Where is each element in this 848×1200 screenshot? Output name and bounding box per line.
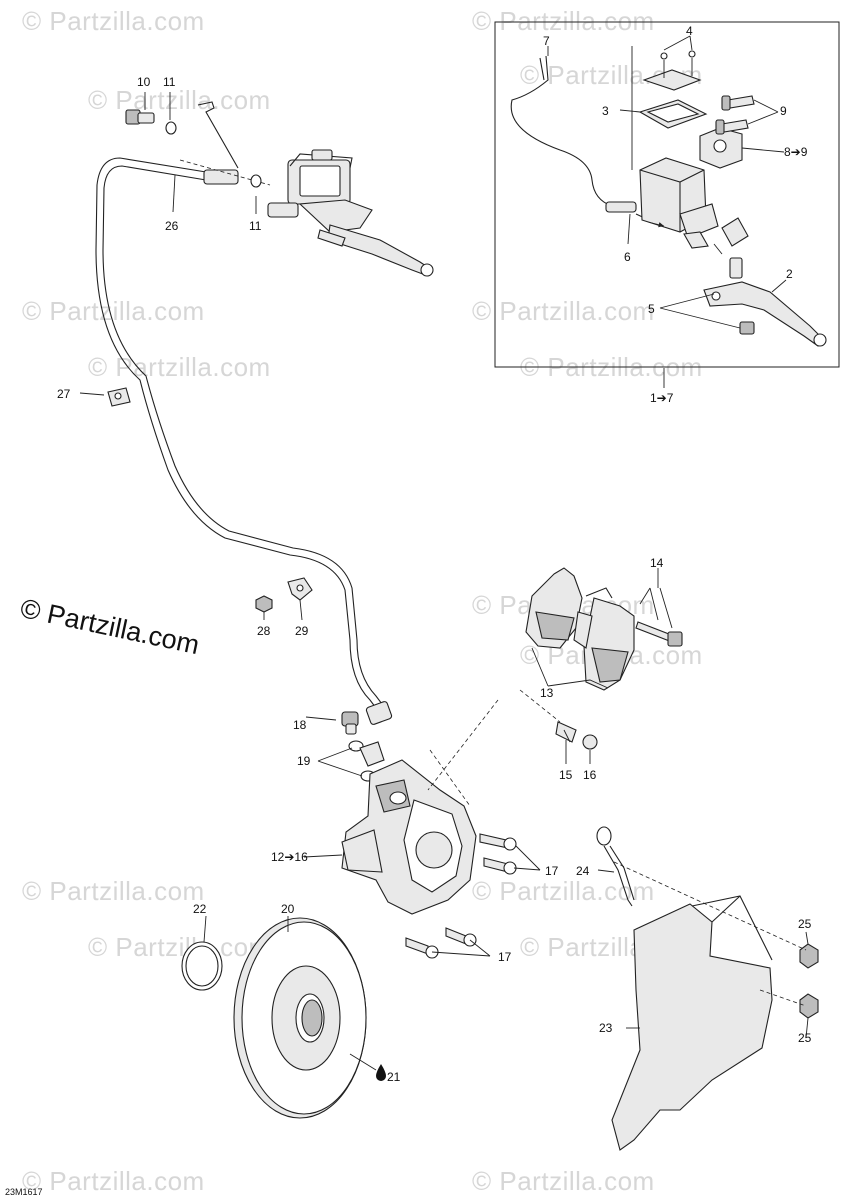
disc-guard-23 bbox=[611, 895, 773, 1151]
callout-11: 11 bbox=[163, 75, 176, 89]
brake-pads-13 bbox=[525, 567, 635, 691]
banjo-fitting bbox=[359, 741, 385, 767]
lever-2 bbox=[703, 279, 827, 347]
nut-28 bbox=[255, 595, 273, 613]
watermark: © Partzilla.com bbox=[22, 1166, 205, 1196]
diaphragm-3 bbox=[619, 46, 708, 170]
pivot-pin-5 bbox=[729, 257, 755, 335]
o-ring-22 bbox=[181, 941, 223, 991]
watermark: © Partzilla.com bbox=[88, 932, 271, 962]
callout-6: 6 bbox=[624, 250, 631, 264]
callout-22: 22 bbox=[193, 902, 207, 916]
callout-2: 2 bbox=[786, 267, 793, 281]
boot-inset bbox=[721, 217, 749, 247]
leader-lines bbox=[144, 35, 809, 1071]
bleeder-15 bbox=[555, 721, 577, 743]
callout-21: 21 bbox=[387, 1070, 401, 1084]
watermark: © Partzilla.com bbox=[22, 876, 205, 906]
callout-18: 18 bbox=[293, 718, 307, 732]
callout-4: 4 bbox=[686, 24, 693, 38]
callout-14: 14 bbox=[650, 556, 664, 570]
callout-25-lower: 25 bbox=[798, 1031, 812, 1045]
watermark: © Partzilla.com bbox=[22, 6, 205, 36]
construction-lines bbox=[427, 689, 807, 1007]
watermark: © Partzilla.com bbox=[472, 876, 655, 906]
nuts-25 bbox=[799, 943, 819, 1019]
rod-24 bbox=[596, 826, 635, 907]
watermark: © Partzilla.com bbox=[472, 6, 655, 36]
callout-26: 26 bbox=[165, 219, 179, 233]
clip-29 bbox=[287, 577, 313, 601]
callout-13: 13 bbox=[540, 686, 554, 700]
callout-1-7: 1➔7 bbox=[650, 391, 674, 405]
callout-29: 29 bbox=[295, 624, 309, 638]
cap-16 bbox=[582, 734, 598, 750]
banjo-bolt-10 bbox=[125, 109, 155, 125]
master-cylinder-main bbox=[267, 149, 434, 277]
clip-27 bbox=[79, 387, 131, 407]
callout-11-lower: 11 bbox=[249, 219, 262, 233]
caliper-assembly bbox=[341, 759, 477, 915]
washer-11 bbox=[165, 121, 177, 135]
screws-9 bbox=[715, 95, 755, 135]
callout-20: 20 bbox=[281, 902, 295, 916]
master-cylinder-inset bbox=[639, 157, 719, 249]
callout-7: 7 bbox=[543, 34, 550, 48]
callout-12-16: 12➔16 bbox=[271, 850, 308, 864]
watermark: © Partzilla.com bbox=[88, 85, 271, 115]
switch-wire-7 bbox=[510, 55, 663, 227]
watermark: © Partzilla.com bbox=[472, 1166, 655, 1196]
callout-28: 28 bbox=[257, 624, 271, 638]
bolt-18 bbox=[341, 711, 359, 735]
inset-frame bbox=[494, 21, 840, 368]
brake-hose bbox=[95, 101, 393, 725]
bolts-17 bbox=[405, 833, 517, 959]
watermark: © Partzilla.com bbox=[472, 296, 655, 326]
callout-27: 27 bbox=[57, 387, 71, 401]
callout-5: 5 bbox=[648, 302, 655, 316]
callout-3: 3 bbox=[602, 104, 609, 118]
drawing-code: 23M1617 bbox=[5, 1187, 43, 1197]
callout-9: 9 bbox=[780, 104, 787, 118]
cover-4 bbox=[642, 50, 702, 91]
callout-8-9: 8➔9 bbox=[784, 145, 808, 159]
pin-14 bbox=[635, 587, 683, 647]
lubricant-drop-icon bbox=[376, 1064, 386, 1081]
callout-25-upper: 25 bbox=[798, 917, 812, 931]
washer-11b bbox=[250, 174, 262, 188]
callout-15: 15 bbox=[559, 768, 573, 782]
callout-17-upper: 17 bbox=[545, 864, 559, 878]
callout-17-lower: 17 bbox=[498, 950, 512, 964]
callout-23: 23 bbox=[599, 1021, 613, 1035]
callout-10: 10 bbox=[137, 75, 151, 89]
washer-19a bbox=[348, 740, 364, 752]
callout-24: 24 bbox=[576, 864, 590, 878]
callout-16: 16 bbox=[583, 768, 597, 782]
brake-disc-20 bbox=[233, 917, 367, 1119]
callout-19: 19 bbox=[297, 754, 311, 768]
watermark: © Partzilla.com bbox=[88, 352, 271, 382]
